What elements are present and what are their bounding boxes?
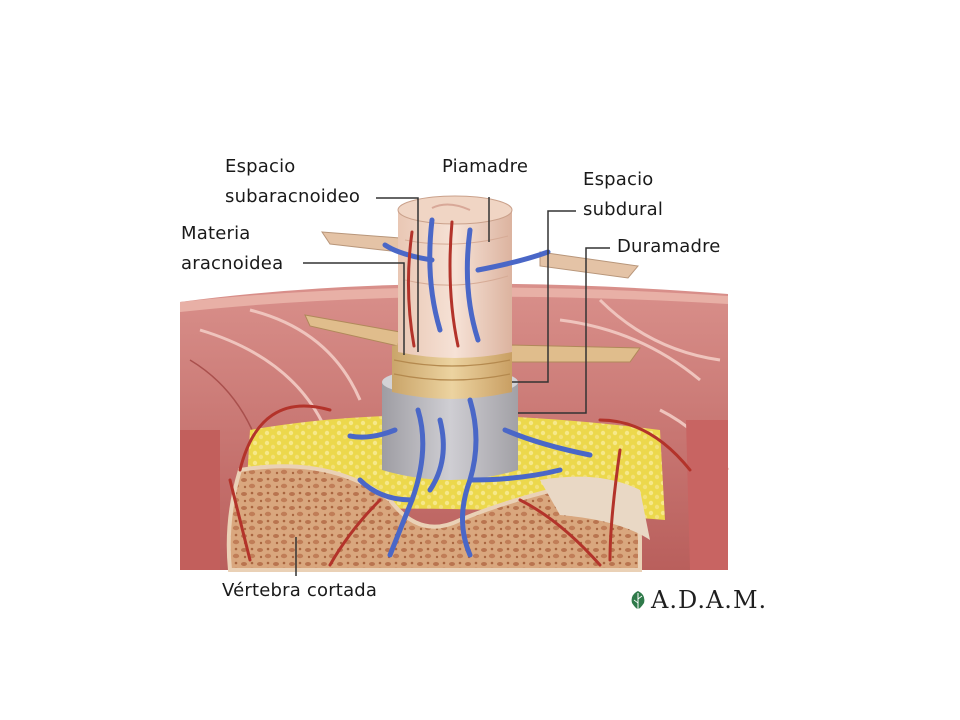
label-piamadre: Piamadre bbox=[442, 156, 529, 177]
leader-duramadre bbox=[518, 247, 610, 414]
label-duramadre: Duramadre bbox=[617, 236, 721, 257]
arteries bbox=[228, 220, 692, 567]
adam-logo: A.D.A.M. bbox=[628, 586, 767, 614]
label-materia-aracnoidea: Materia aracnoidea bbox=[181, 223, 284, 274]
label-espacio-subaracnoideo: Espacio subaracnoideo bbox=[225, 156, 361, 207]
label-vertebra-cortada: Vértebra cortada bbox=[222, 580, 378, 601]
leader-espacio-subaracnoideo bbox=[376, 197, 419, 352]
leader-materia-aracnoidea bbox=[303, 262, 405, 355]
leaf-icon bbox=[631, 591, 645, 609]
veins bbox=[347, 217, 593, 558]
logo-text: A.D.A.M. bbox=[651, 586, 768, 614]
leader-espacio-subdural bbox=[512, 210, 576, 383]
label-espacio-subdural: Espacio subdural bbox=[583, 169, 664, 220]
leader-lines bbox=[295, 197, 610, 576]
nerve-roots bbox=[304, 231, 641, 363]
spinal-cord bbox=[397, 195, 513, 358]
